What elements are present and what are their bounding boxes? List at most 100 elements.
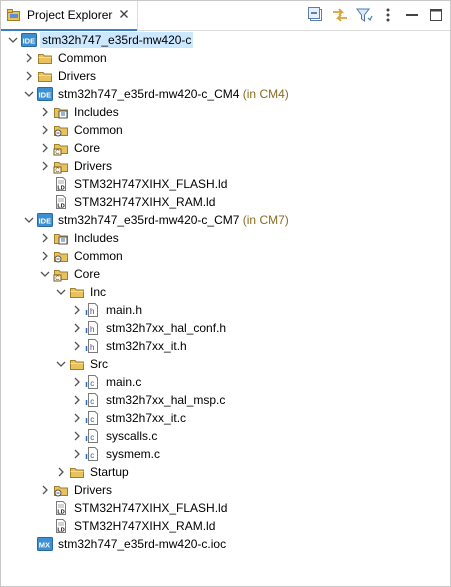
tree-item[interactable]: h stm32h7xx_hal_conf.h — [1, 319, 450, 337]
tree-item-text: stm32h747_e35rd-mw420-c — [42, 33, 192, 47]
chevron-right-icon[interactable] — [39, 142, 51, 154]
chevron-down-icon[interactable] — [39, 268, 51, 280]
tree-item-text: syscalls.c — [106, 429, 158, 443]
tree-item-text: stm32h747_e35rd-mw420-c_CM4 — [58, 87, 240, 101]
chevron-right-icon[interactable] — [39, 250, 51, 262]
chevron-down-icon[interactable] — [23, 214, 35, 226]
tree-item[interactable]: c syscalls.c — [1, 427, 450, 445]
tree-item-label: stm32h7xx_hal_conf.h — [104, 320, 228, 336]
chevron-right-icon[interactable] — [71, 376, 83, 388]
tree-item[interactable]: MX stm32h747_e35rd-mw420-c.ioc — [1, 535, 450, 553]
tree-item[interactable]: Inc — [1, 283, 450, 301]
chevron-right-icon[interactable] — [71, 304, 83, 316]
linker-script-icon: LD — [53, 176, 69, 192]
chevron-right-icon[interactable] — [71, 448, 83, 460]
tree-item[interactable]: Src — [1, 355, 450, 373]
chevron-right-icon[interactable] — [39, 106, 51, 118]
tree-item[interactable]: IDE stm32h747_e35rd-mw420-c_CM7 (in CM7) — [1, 211, 450, 229]
tree-item[interactable]: Common — [1, 49, 450, 67]
tree-item-text: stm32h7xx_hal_msp.c — [106, 393, 226, 407]
close-icon[interactable] — [117, 7, 131, 21]
chevron-right-icon[interactable] — [39, 232, 51, 244]
core-suffix-label: (in CM7) — [239, 213, 289, 227]
tree-item-label: stm32h747_e35rd-mw420-c.ioc — [56, 536, 228, 552]
tree-item[interactable]: Includes — [1, 103, 450, 121]
includes-icon — [53, 230, 69, 246]
ide-project-icon: IDE — [21, 32, 37, 48]
tree-item[interactable]: IDE stm32h747_e35rd-mw420-c — [1, 31, 450, 49]
chevron-down-icon[interactable] — [7, 34, 19, 46]
folder-icon — [37, 68, 53, 84]
tree-item[interactable]: Includes — [1, 229, 450, 247]
tree-item-label: sysmem.c — [104, 446, 162, 462]
svg-text:C: C — [55, 168, 60, 174]
view-tab-bar: Project Explorer — [1, 1, 450, 31]
tree-item[interactable]: Startup — [1, 463, 450, 481]
tree-item-label: Inc — [88, 284, 108, 300]
tree-item[interactable]: C Core — [1, 139, 450, 157]
tree-item-text: Src — [90, 357, 108, 371]
tree-item-text: Includes — [74, 105, 119, 119]
tree-item-text: stm32h747_e35rd-mw420-c.ioc — [58, 537, 227, 551]
svg-text:IDE: IDE — [39, 217, 52, 226]
tree-item-text: Common — [74, 123, 123, 137]
view-menu-icon[interactable] — [378, 5, 398, 25]
svg-text:h: h — [90, 325, 94, 334]
svg-text:C: C — [55, 276, 60, 282]
chevron-right-icon[interactable] — [71, 340, 83, 352]
tree-item-label: Src — [88, 356, 110, 372]
chevron-right-icon[interactable] — [71, 322, 83, 334]
link-with-editor-icon[interactable] — [330, 5, 350, 25]
chevron-right-icon[interactable] — [39, 160, 51, 172]
tab-project-explorer[interactable]: Project Explorer — [1, 1, 138, 31]
chevron-right-icon[interactable] — [71, 430, 83, 442]
minimize-icon[interactable] — [402, 5, 422, 25]
c-source-file-icon: c — [85, 428, 101, 444]
svg-text:IDE: IDE — [39, 91, 52, 100]
chevron-right-icon[interactable] — [39, 124, 51, 136]
chevron-down-icon[interactable] — [55, 358, 67, 370]
chevron-right-icon[interactable] — [39, 484, 51, 496]
tree-item-label: Includes — [72, 230, 121, 246]
chevron-right-icon[interactable] — [23, 70, 35, 82]
chevron-right-icon[interactable] — [71, 394, 83, 406]
chevron-right-icon[interactable] — [55, 466, 67, 478]
tree-item-text: stm32h747_e35rd-mw420-c_CM7 — [58, 213, 240, 227]
maximize-icon[interactable] — [426, 5, 446, 25]
tree-item[interactable]: Drivers — [1, 67, 450, 85]
tree-item[interactable]: Common — [1, 121, 450, 139]
tree-item-label: Core — [72, 140, 102, 156]
svg-text:LD: LD — [57, 528, 64, 534]
svg-text:C: C — [55, 150, 60, 156]
header-file-icon: h — [85, 302, 101, 318]
chevron-down-icon[interactable] — [23, 88, 35, 100]
folder-icon — [37, 50, 53, 66]
collapse-all-icon[interactable] — [306, 5, 326, 25]
tree-item[interactable]: Common — [1, 247, 450, 265]
filter-icon[interactable] — [354, 5, 374, 25]
linked-folder-icon — [53, 122, 69, 138]
chevron-right-icon[interactable] — [71, 412, 83, 424]
tree-item[interactable]: Drivers — [1, 481, 450, 499]
tree-item-label: Common — [56, 50, 109, 66]
tree-item-text: Core — [74, 141, 101, 155]
chevron-right-icon[interactable] — [23, 52, 35, 64]
tree-item-text: Includes — [74, 231, 119, 245]
source-folder-icon: C — [53, 140, 69, 156]
chevron-down-icon[interactable] — [55, 286, 67, 298]
mx-file-icon: MX — [37, 536, 53, 552]
linker-script-icon: LD — [53, 194, 69, 210]
